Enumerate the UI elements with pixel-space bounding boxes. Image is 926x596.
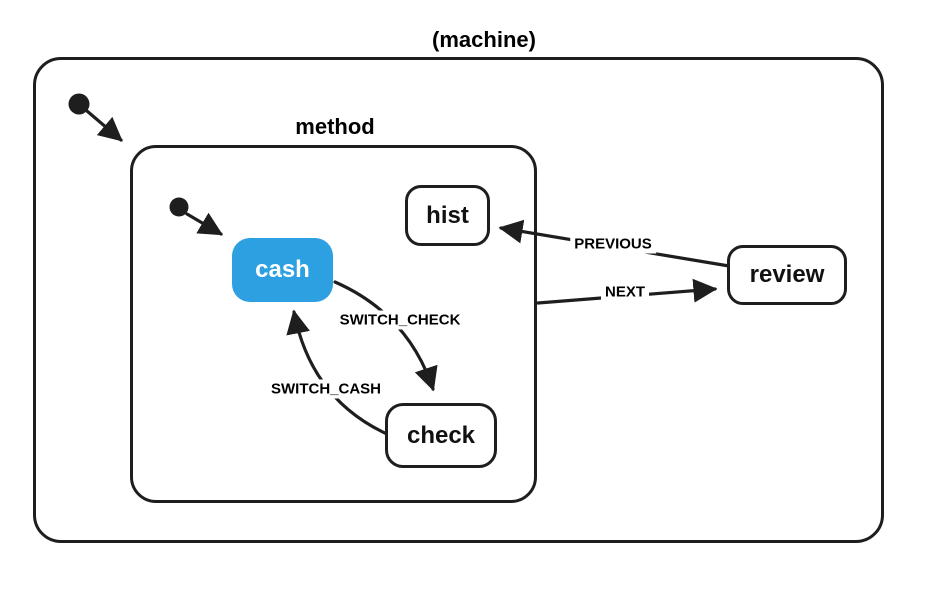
state-node-check[interactable]: check	[385, 403, 497, 468]
machine-initial-state-dot-icon	[68, 93, 90, 115]
method-state-container[interactable]	[130, 145, 537, 503]
machine-state-container[interactable]	[33, 57, 884, 543]
event-label-switch-check[interactable]: SWITCH_CHECK	[335, 310, 465, 330]
machine-title: (machine)	[432, 27, 536, 52]
state-node-hist[interactable]: hist	[405, 185, 490, 246]
method-initial-state-dot-icon	[169, 197, 189, 217]
event-label-switch-cash[interactable]: SWITCH_CASH	[266, 379, 386, 399]
event-label-next[interactable]: NEXT	[600, 282, 650, 302]
method-title: method	[295, 114, 375, 139]
state-node-cash-active[interactable]: cash	[232, 238, 333, 302]
event-label-previous[interactable]: PREVIOUS	[570, 234, 656, 254]
state-node-review[interactable]: review	[727, 245, 847, 305]
method-initial-arrow	[185, 212, 224, 236]
machine-initial-arrow	[85, 109, 123, 142]
